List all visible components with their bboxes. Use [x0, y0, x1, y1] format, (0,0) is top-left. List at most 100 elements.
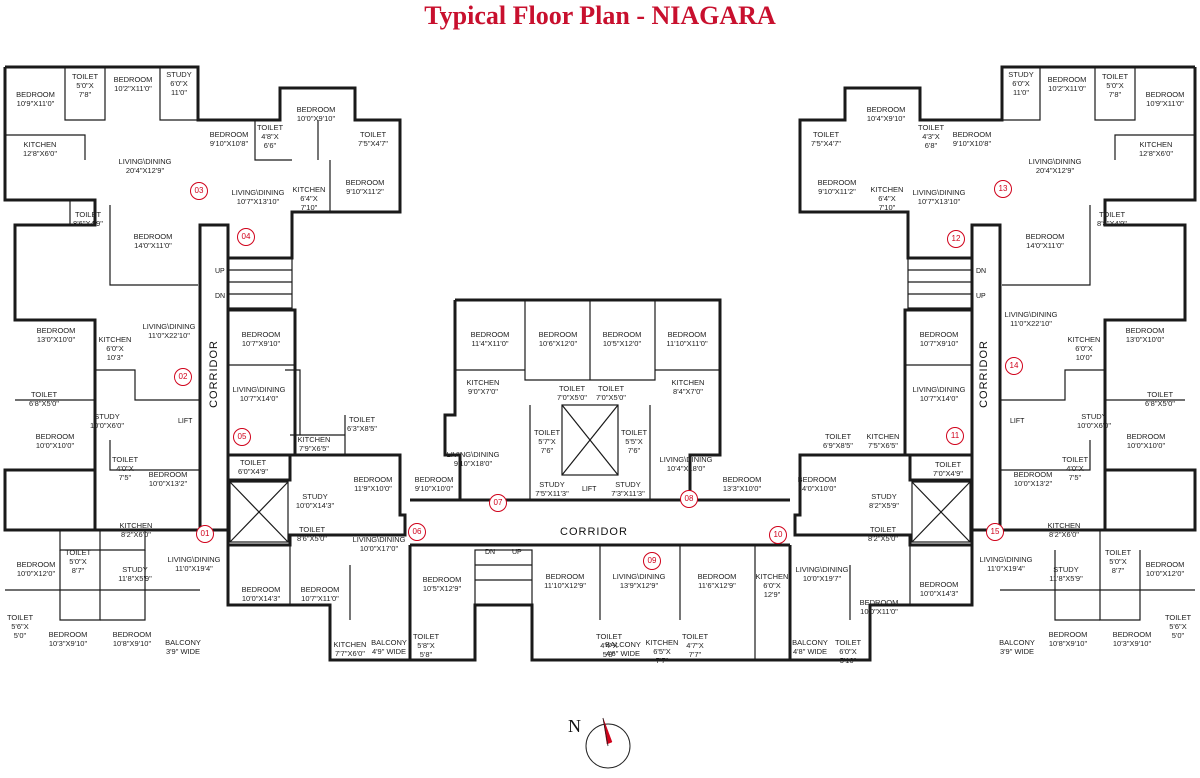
room-label: BEDROOM 10'3"X9'10" — [1112, 630, 1152, 648]
room-label: TOILET 5'0"X 8'7" — [1104, 548, 1132, 575]
corridor-label: CORRIDOR — [208, 340, 220, 408]
unit-marker: 14 — [1005, 357, 1023, 375]
room-label: BEDROOM 14'0"X11'0" — [133, 232, 173, 250]
room-label: BEDROOM 10'0"X9'10" — [296, 105, 336, 123]
unit-marker: 02 — [174, 368, 192, 386]
room-label: BEDROOM 10'0"X14'3" — [241, 585, 281, 603]
room-label: STUDY 11'8"X5'9" — [118, 565, 152, 583]
corridor-label: CORRIDOR — [978, 340, 990, 408]
unit-marker: 12 — [947, 230, 965, 248]
room-label: BEDROOM 9'10"X10'0" — [414, 475, 454, 493]
unit-marker: 01 — [196, 525, 214, 543]
room-label: LIVING\DINING 9'10"X18'0" — [446, 450, 500, 468]
room-label: BEDROOM 10'5"X12'0" — [602, 330, 642, 348]
room-label: BEDROOM 10'2"X11'0" — [1047, 75, 1087, 93]
room-label: LIVING\DINING 10'0"X17'0" — [352, 535, 406, 553]
room-label: BEDROOM 10'7"X11'0" — [300, 585, 340, 603]
unit-marker: 11 — [946, 427, 964, 445]
room-label: KITCHEN 7'7"X6'0" — [333, 640, 367, 658]
room-label: BEDROOM 10'5"X12'9" — [422, 575, 462, 593]
room-label: TOILET 7'0"X5'0" — [596, 384, 626, 402]
room-label: TOILET 4'8"X 6'6" — [256, 123, 284, 150]
room-label: KITCHEN 8'2"X6'0" — [119, 521, 153, 539]
floor-plan: BEDROOM 10'9"X11'0" TOILET 5'0"X 7'8" BE… — [0, 60, 1200, 680]
room-label: KITCHEN 7'9"X6'5" — [297, 435, 331, 453]
room-label: STUDY 11'8"X5'9" — [1049, 565, 1083, 583]
room-label: TOILET 4'0"X 7'5" — [1061, 455, 1089, 482]
room-label: BEDROOM 14'0"X10'0" — [797, 475, 837, 493]
room-label: TOILET 4'0"X 7'5" — [111, 455, 139, 482]
stair-up-label: UP — [512, 549, 522, 556]
room-label: BEDROOM 10'0"X14'3" — [919, 580, 959, 598]
room-label: BEDROOM 10'3"X9'10" — [48, 630, 88, 648]
stair-up-label: UP — [215, 268, 225, 275]
room-label: BEDROOM 9'10"X11'2" — [345, 178, 385, 196]
room-label: BEDROOM 10'7"X9'10" — [919, 330, 959, 348]
lift-label: LIFT — [1010, 418, 1025, 425]
stair-down-label: DN — [485, 549, 496, 556]
room-label: TOILET 8'2"X5'0" — [868, 525, 898, 543]
room-label: BEDROOM 14'0"X11'0" — [1025, 232, 1065, 250]
room-label: BEDROOM 10'7"X9'10" — [241, 330, 281, 348]
room-label: KITCHEN 6'4"X 7'10" — [870, 185, 904, 212]
room-label: TOILET 5'5"X 7'6" — [620, 428, 648, 455]
room-label: BEDROOM 10'0"X12'0" — [16, 560, 56, 578]
room-label: TOILET 5'8"X 5'8" — [412, 632, 440, 659]
room-label: TOILET 5'7"X 7'6" — [533, 428, 561, 455]
unit-marker: 06 — [408, 523, 426, 541]
room-label: BEDROOM 10'9"X11'0" — [16, 90, 55, 108]
room-label: BEDROOM 10'0"X11'0" — [859, 598, 899, 616]
room-label: BEDROOM 10'0"X10'0" — [1126, 432, 1166, 450]
room-label: KITCHEN 7'5"X6'5" — [866, 432, 900, 450]
room-label: LIVING\DINING 11'0"X22'10" — [1004, 310, 1058, 328]
room-label: KITCHEN 9'0"X7'0" — [466, 378, 500, 396]
plan-title: Typical Floor Plan - NIAGARA — [424, 1, 776, 30]
room-label: BEDROOM 10'9"X11'0" — [1145, 90, 1185, 108]
room-label: TOILET 6'9"X8'5" — [823, 432, 853, 450]
room-label: TOILET 7'0"X4'9" — [933, 460, 963, 478]
room-label: TOILET 6'0"X 5'10" — [834, 638, 862, 665]
room-label: TOILET 6'8"X5'0" — [29, 390, 59, 408]
compass-icon — [585, 717, 631, 769]
room-label: TOILET 5'0"X 7'8" — [1101, 72, 1129, 99]
room-label: TOILET 5'0"X 8'7" — [64, 548, 92, 575]
corridor-label: CORRIDOR — [560, 526, 628, 538]
room-label: BEDROOM 13'3"X10'0" — [722, 475, 762, 493]
room-label: LIVING\DINING 11'0"X19'4" — [979, 555, 1033, 573]
room-label: BEDROOM 10'2"X11'0" — [113, 75, 153, 93]
room-label: STUDY 10'0"X6'0" — [89, 412, 125, 430]
room-label: KITCHEN 12'8"X6'0" — [22, 140, 58, 158]
room-label: KITCHEN 6'5"X 7'7" — [645, 638, 679, 665]
room-label: LIVING\DINING 10'7"X14'0" — [912, 385, 966, 403]
room-label: BALCONY 4'8" WIDE — [792, 638, 828, 656]
room-label: BEDROOM 11'4"X11'0" — [470, 330, 510, 348]
room-label: TOILET 7'5"X4'7" — [358, 130, 388, 148]
unit-marker: 15 — [986, 523, 1004, 541]
room-label: TOILET 4'7"X 7'7" — [681, 632, 709, 659]
north-label: N — [568, 716, 581, 736]
room-label: TOILET 4'3"X 6'8" — [918, 123, 945, 150]
room-label: LIVING\DINING 13'9"X12'9" — [612, 572, 666, 590]
room-label: TOILET 7'5"X4'7" — [811, 130, 841, 148]
room-label: STUDY 7'5"X11'3" — [535, 480, 569, 498]
room-label: BEDROOM 10'0"X10'0" — [35, 432, 75, 450]
room-label: BEDROOM 13'0"X10'0" — [1125, 326, 1165, 344]
room-label: BALCONY 4'9" WIDE — [371, 638, 407, 656]
room-label: BEDROOM 11'6"X12'9" — [697, 572, 737, 590]
room-label: TOILET 6'3"X8'5" — [347, 415, 377, 433]
room-label: BEDROOM 9'10"X11'2" — [817, 178, 857, 196]
room-label: STUDY 8'2"X5'9" — [869, 492, 899, 510]
unit-marker: 13 — [994, 180, 1012, 198]
unit-marker: 04 — [237, 228, 255, 246]
room-label: BEDROOM 10'8"X9'10" — [1048, 630, 1088, 648]
unit-marker: 08 — [680, 490, 698, 508]
room-label: TOILET 4'4"X 5'8" — [596, 632, 623, 659]
lift-label: LIFT — [178, 418, 193, 425]
room-label: BEDROOM 10'4"X9'10" — [866, 105, 906, 123]
room-label: LIVING\DINING 10'4"X18'0" — [659, 455, 713, 473]
plan-walls — [3, 65, 1197, 662]
room-label: LIVING\DINING 10'0"X19'7" — [795, 565, 849, 583]
room-label: BALCONY 3'9" WIDE — [165, 638, 201, 656]
room-label: LIVING\DINING 11'0"X19'4" — [167, 555, 221, 573]
room-label: TOILET 6'8"X5'0" — [1145, 390, 1175, 408]
